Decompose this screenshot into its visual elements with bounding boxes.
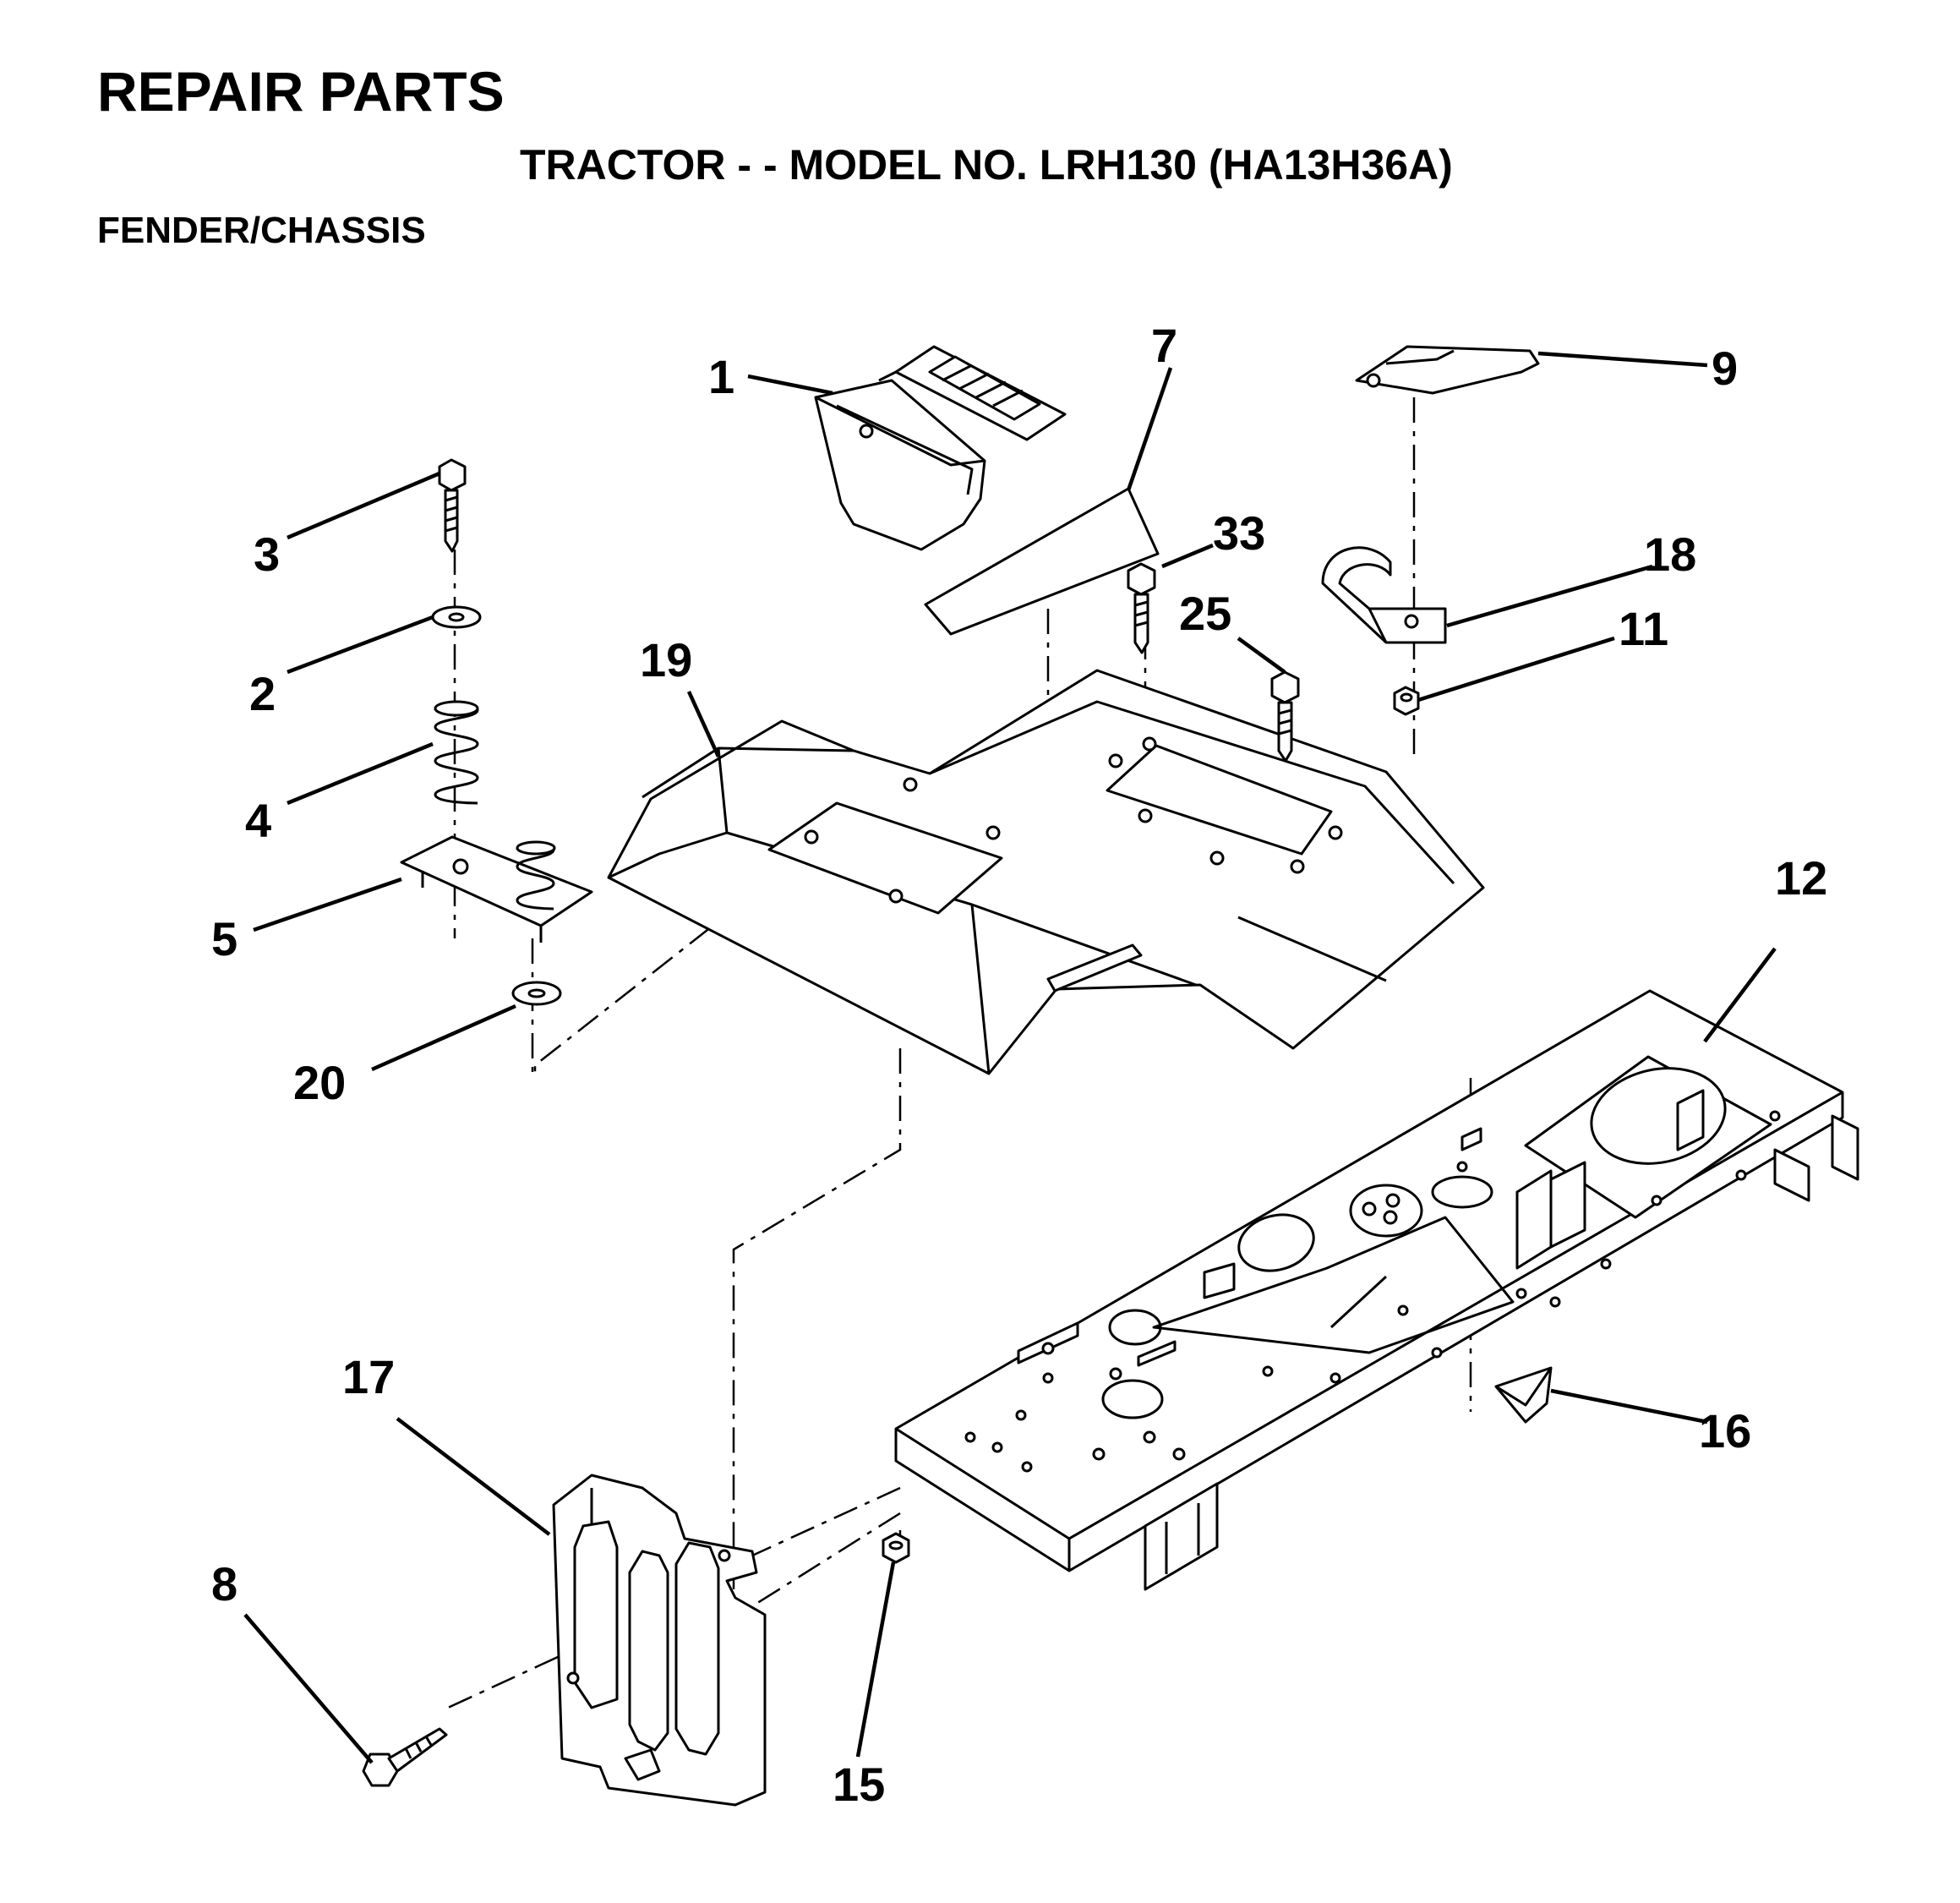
callout-11: 11 (1619, 602, 1668, 655)
callout-18: 18 (1644, 528, 1696, 581)
spring-4 (434, 700, 479, 805)
plate-5 (400, 835, 593, 943)
leader-lines (243, 351, 1777, 1764)
nut-15 (882, 1532, 910, 1564)
bolt-33 (1127, 562, 1156, 654)
bolt-25 (1270, 670, 1300, 763)
clip-16 (1494, 1366, 1553, 1424)
nut-11 (1393, 686, 1420, 716)
model-subtitle: TRACTOR - - MODEL NO. LRH130 (HA13H36A) (520, 141, 1453, 189)
section-title: FENDER/CHASSIS (97, 210, 426, 251)
callout-17: 17 (342, 1350, 395, 1403)
washer-2 (431, 605, 482, 629)
callout-1: 1 (708, 350, 734, 403)
mounting-plate (552, 1474, 767, 1807)
callout-25: 25 (1179, 587, 1231, 640)
part-callouts: 1 7 9 33 18 25 11 3 2 4 5 19 20 12 16 17… (211, 319, 1827, 1811)
storage-tray (814, 345, 1067, 551)
callout-9: 9 (1712, 342, 1738, 395)
callout-16: 16 (1699, 1404, 1751, 1457)
callout-15: 15 (833, 1758, 885, 1811)
bracket (1355, 345, 1540, 395)
callout-5: 5 (211, 912, 237, 965)
callout-4: 4 (245, 794, 271, 847)
callout-20: 20 (293, 1056, 346, 1109)
page-title: REPAIR PARTS (97, 60, 505, 123)
callout-7: 7 (1151, 319, 1177, 372)
bolt-8 (362, 1727, 448, 1787)
callout-8: 8 (211, 1557, 237, 1610)
callout-33: 33 (1213, 506, 1265, 560)
callout-2: 2 (249, 667, 276, 720)
callout-3: 3 (254, 528, 280, 581)
callout-12: 12 (1775, 851, 1827, 905)
callout-19: 19 (640, 633, 692, 686)
decal (924, 487, 1160, 636)
clamp (1321, 546, 1447, 644)
chassis-frame (894, 989, 1859, 1591)
bolt-3 (438, 458, 467, 553)
fender (607, 669, 1485, 1075)
washer-20 (511, 981, 562, 1006)
